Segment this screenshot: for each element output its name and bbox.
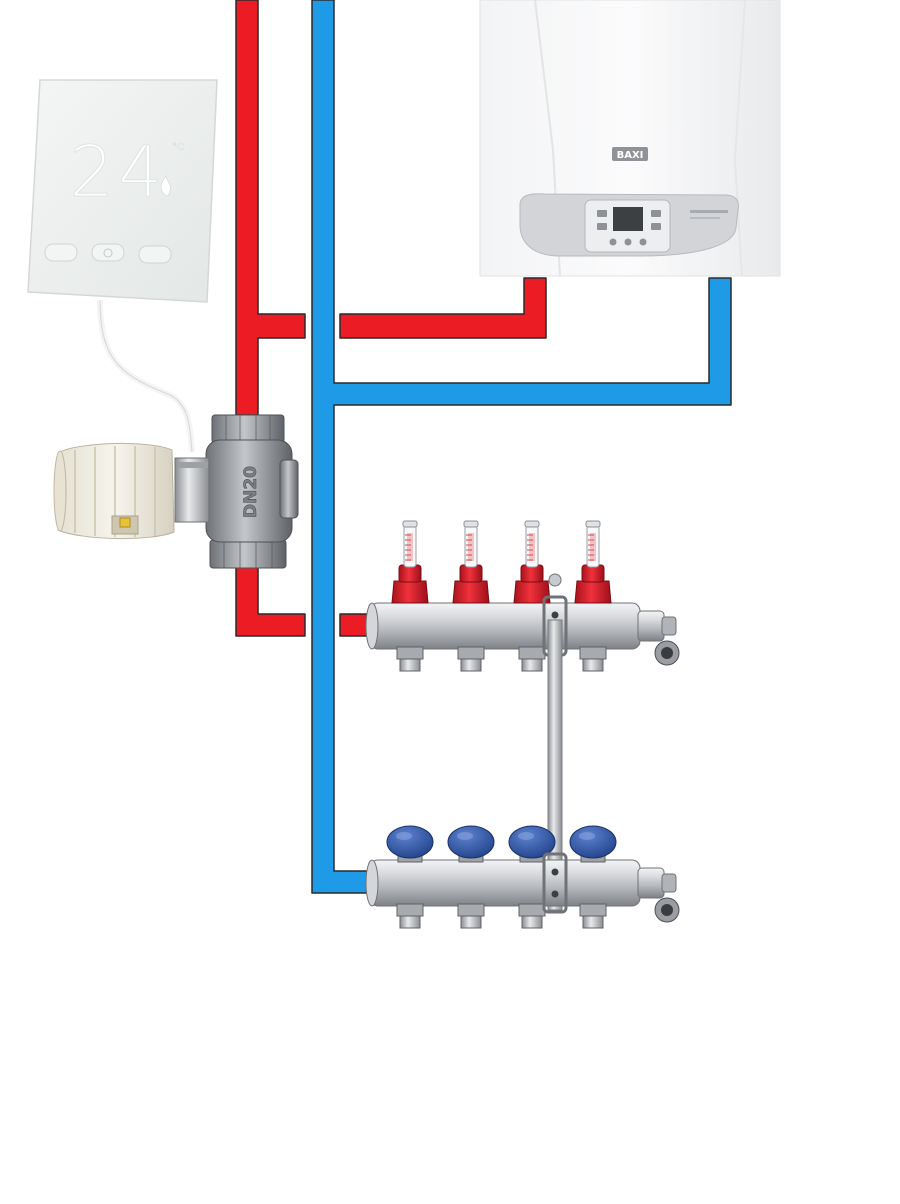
valve-cap[interactable] [386,825,434,863]
manifold-outlet [396,646,424,672]
actuator-indicator [119,517,131,528]
power-button[interactable] [91,243,125,262]
valve-size-marking: DN20 [241,466,261,518]
flowmeter-cap[interactable] [452,564,490,604]
return-manifold [365,825,680,929]
manifold-body [369,602,641,650]
plus-button[interactable] [138,245,172,264]
thermostat-unit: °C [172,142,184,153]
room-thermostat: 24 °C [27,79,218,453]
flowmeter-cap[interactable] [513,564,551,604]
ok-icon[interactable] [651,223,661,230]
flowmeter-gauge [463,520,479,568]
manifold-outlet [396,903,424,929]
flowmeter-gauge [585,520,601,568]
valve-cap[interactable] [447,825,495,863]
boiler-lcd-display [613,207,643,231]
left-arrow-icon[interactable] [597,210,607,217]
minus-button[interactable] [44,243,78,262]
manifold-end-fitting [637,610,665,642]
manifold-outlet [518,646,546,672]
flowmeter-cap[interactable] [391,564,429,604]
zone-valve: DN20 [53,414,299,569]
supply-manifold [365,520,680,672]
manifold-body [369,859,641,907]
flame-icon [160,175,171,197]
flowmeter-gauge [524,520,540,568]
gas-boiler: BAXI [479,0,781,277]
thermostat-temperature: 24 [69,131,166,213]
manifold-outlet [579,903,607,929]
boiler-button[interactable] [639,238,647,246]
flowmeter-cap[interactable] [574,564,612,604]
boiler-brand: BAXI [617,150,644,161]
drain-valve[interactable] [654,897,680,923]
manifold-outlet [518,903,546,929]
boiler-button[interactable] [609,238,617,246]
bracket-clamp [542,852,568,914]
boiler-button[interactable] [624,238,632,246]
hot-supply-pipe [235,0,547,637]
valve-cap[interactable] [569,825,617,863]
manifold-outlet [579,646,607,672]
right-arrow-icon[interactable] [651,210,661,217]
drain-valve[interactable] [654,640,680,666]
flowmeter-gauge [402,520,418,568]
boiler-brand-badge [612,147,648,161]
manifold-outlet [457,903,485,929]
thermostat-cable [97,299,195,453]
manifold-outlet [457,646,485,672]
valve-cap[interactable] [508,825,556,863]
menu-icon[interactable] [597,223,607,230]
manifold-end-fitting [637,867,665,899]
